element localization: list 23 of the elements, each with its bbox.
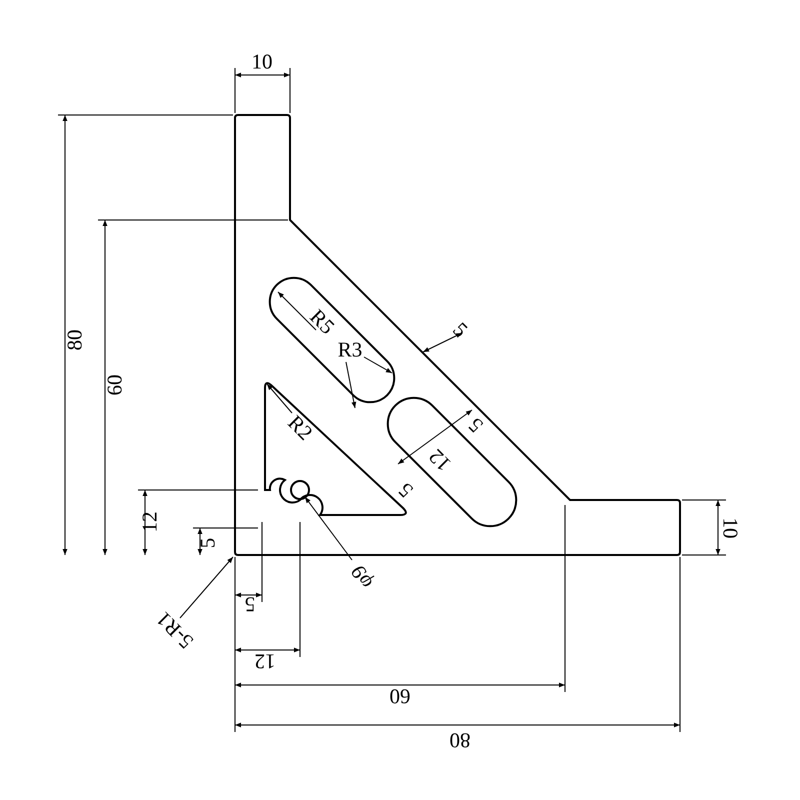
- dimension-text: 5: [394, 478, 418, 502]
- radius-label: R3: [338, 340, 362, 360]
- diameter-label: φ9: [347, 562, 377, 592]
- dimension-text: 10: [252, 52, 272, 72]
- leader-line: [266, 384, 292, 414]
- dimension-text: 80: [64, 330, 86, 350]
- dimension-text: 10: [720, 518, 740, 538]
- dimension-text: 80: [450, 730, 470, 750]
- leader-line: [304, 496, 352, 560]
- hole: [290, 480, 310, 500]
- dimension-text: 12: [425, 445, 455, 475]
- radius-label: R5: [306, 306, 338, 338]
- leader-line: [180, 556, 234, 618]
- leader-line: [346, 362, 356, 408]
- dimension-text: 5: [244, 594, 256, 614]
- dimension-text: 5: [198, 538, 218, 548]
- dimension-text: 60: [390, 686, 410, 706]
- leader-line: [278, 292, 316, 330]
- radius-label: R2: [284, 412, 316, 444]
- dimension-text: 60: [104, 374, 126, 396]
- dimension-text: 12: [254, 650, 276, 672]
- dimension-text: 5: [464, 414, 488, 436]
- leader-line: [364, 356, 392, 374]
